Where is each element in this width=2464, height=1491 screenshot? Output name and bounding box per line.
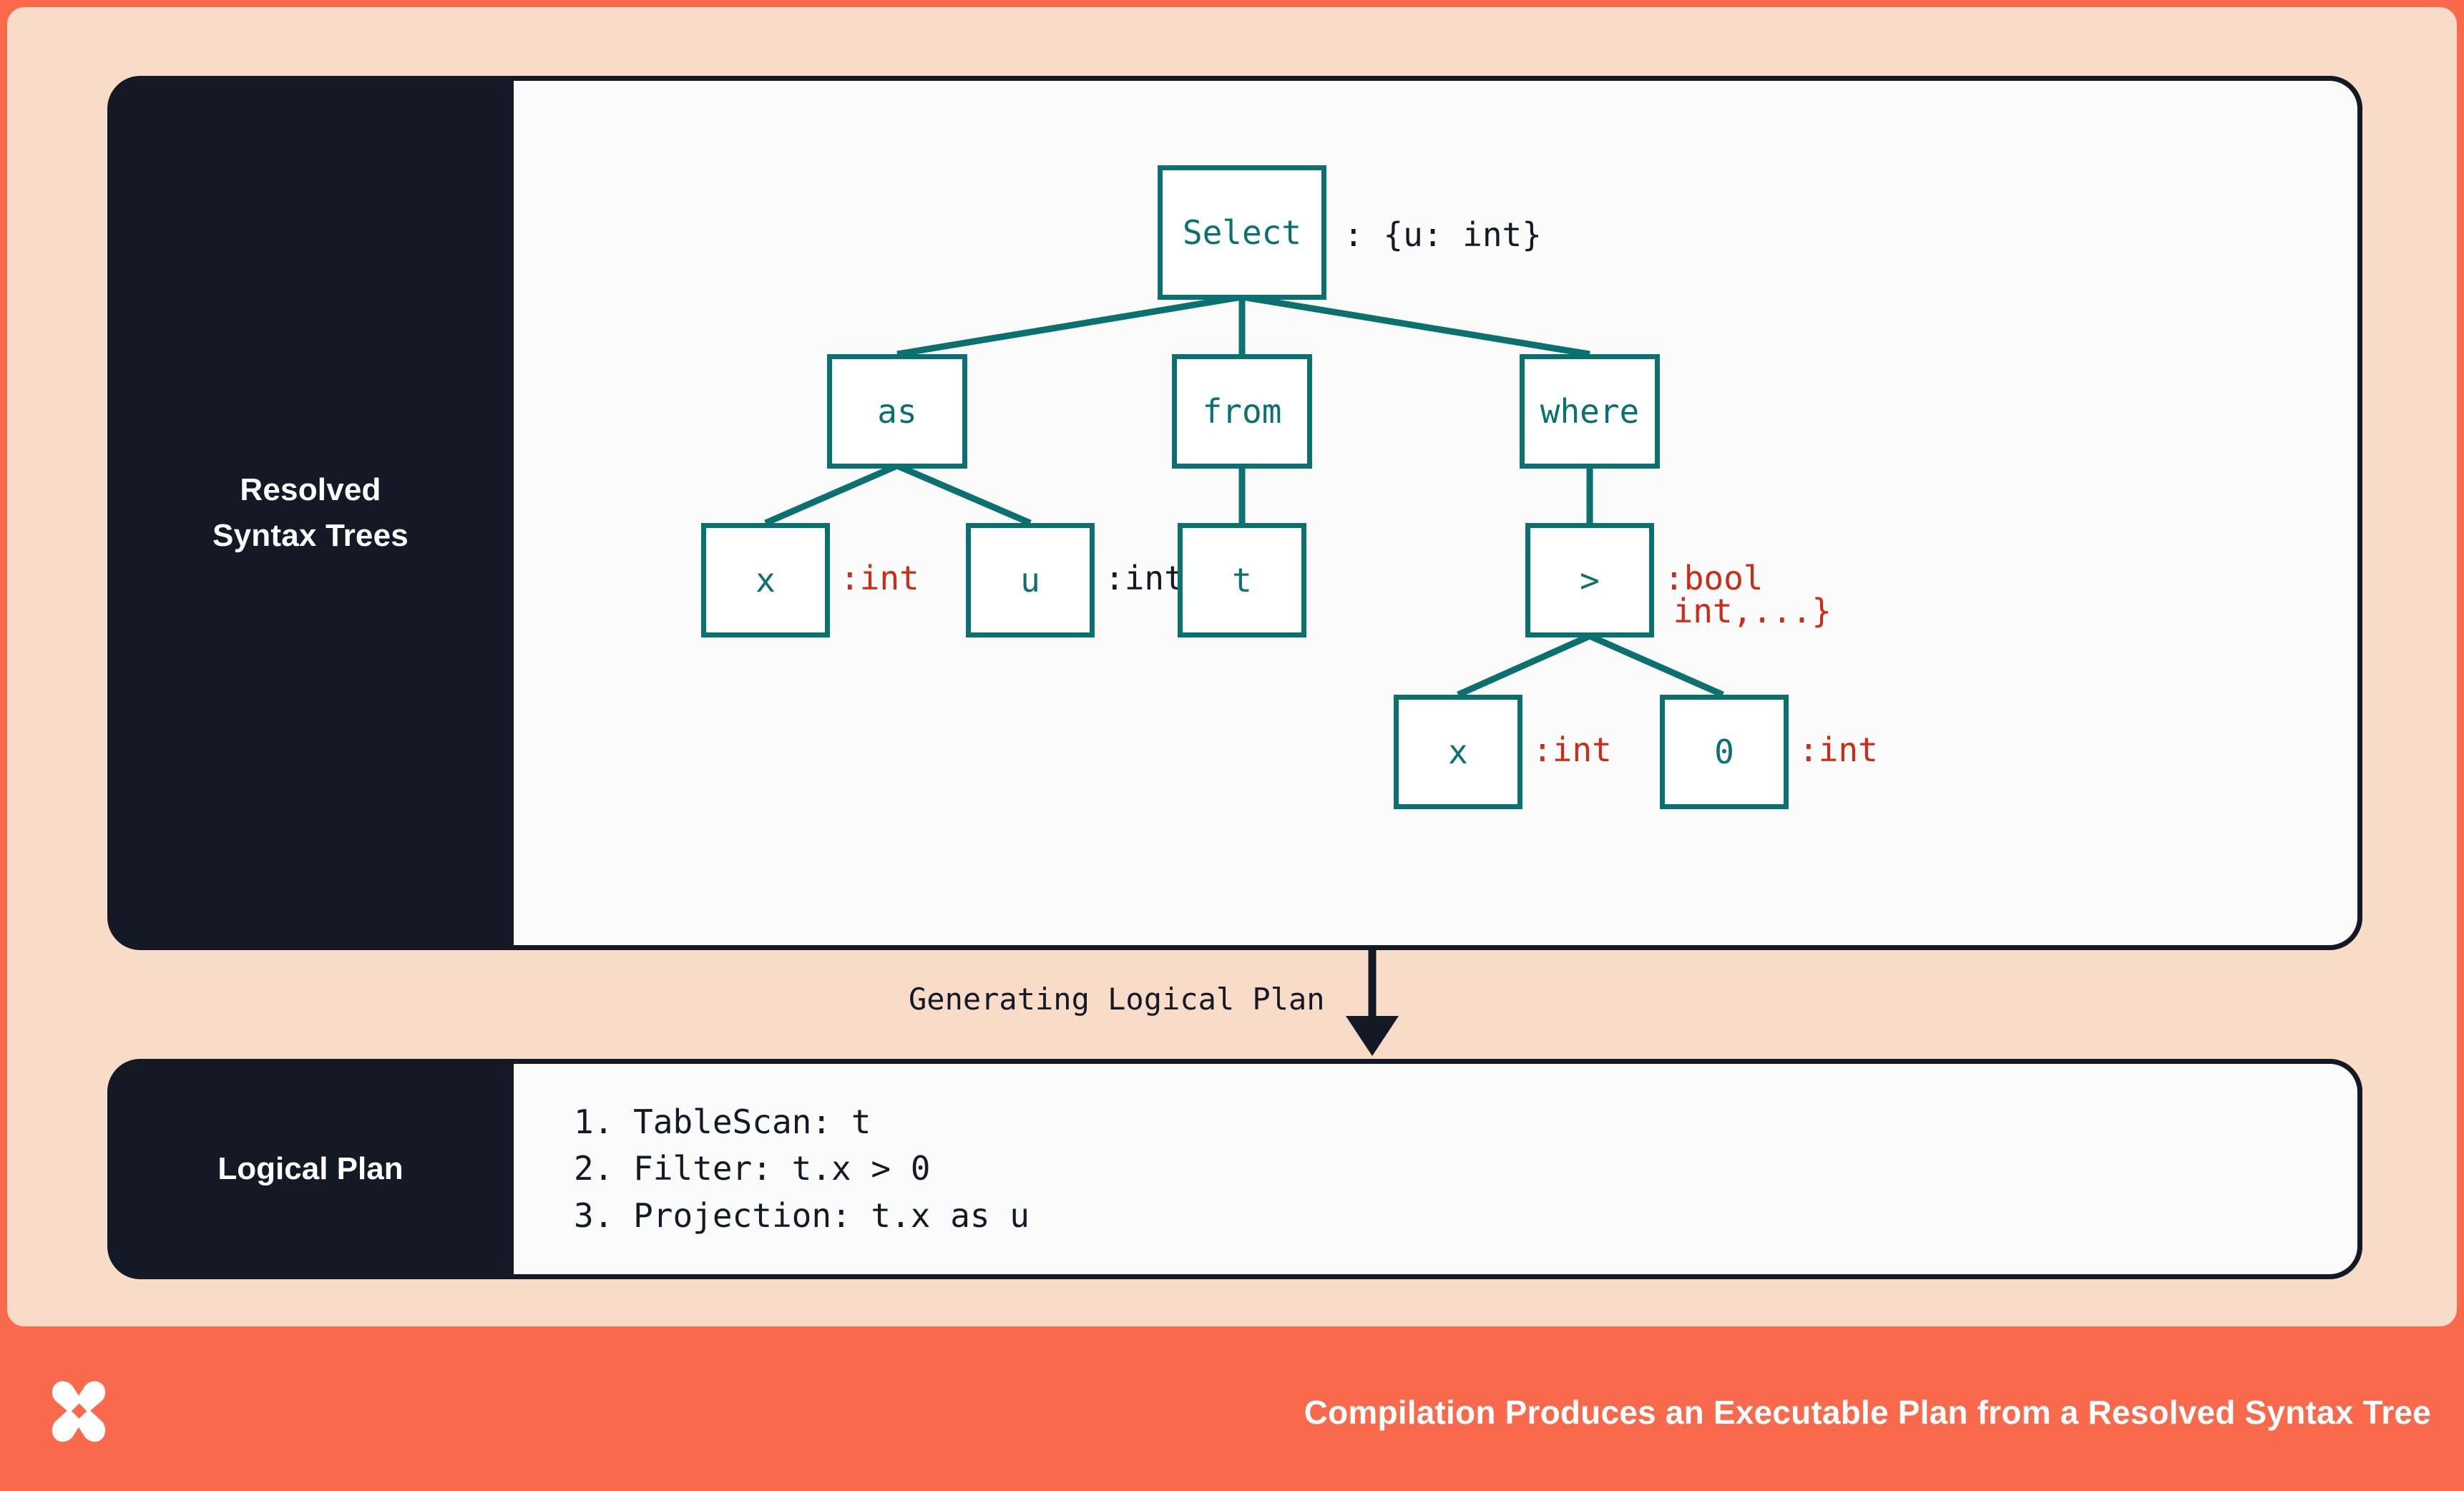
resolved-syntax-trees-label: Resolved Syntax Trees bbox=[107, 76, 514, 950]
node-label: x bbox=[1448, 733, 1468, 771]
node-label: 0 bbox=[1714, 733, 1734, 771]
tree-node-as-u[interactable]: u bbox=[966, 523, 1095, 637]
tree-node-as[interactable]: as bbox=[827, 354, 967, 469]
logical-plan-label: Logical Plan bbox=[217, 1151, 404, 1186]
label-line-2: Syntax Trees bbox=[212, 518, 409, 553]
label-line-1: Resolved bbox=[240, 472, 381, 508]
node-label: where bbox=[1540, 392, 1640, 431]
node-label: Select bbox=[1182, 213, 1302, 252]
tree-node-greater-than[interactable]: > bbox=[1525, 523, 1654, 637]
tree-node-as-x[interactable]: x bbox=[701, 523, 830, 637]
tree-annotation-as-x: :int bbox=[840, 559, 919, 597]
node-label: from bbox=[1202, 392, 1282, 431]
tree-annotation-gt-zero: :int bbox=[1799, 730, 1878, 769]
tree-annotation-select: : {u: int} bbox=[1344, 215, 1542, 254]
node-label: x bbox=[756, 561, 776, 600]
node-label: t bbox=[1232, 561, 1252, 600]
generating-logical-plan-connector: Generating Logical Plan bbox=[107, 950, 2362, 1057]
tree-node-gt-zero[interactable]: 0 bbox=[1660, 695, 1789, 809]
plan-step-2: 2. Filter: t.x > 0 bbox=[574, 1149, 931, 1188]
plan-step-1: 1. TableScan: t bbox=[574, 1103, 871, 1142]
tree-node-from[interactable]: from bbox=[1172, 354, 1312, 469]
tree-node-select[interactable]: Select bbox=[1158, 165, 1326, 300]
tree-node-from-t[interactable]: t bbox=[1178, 523, 1306, 637]
tree-annotation-greater-than: :bool bbox=[1664, 559, 1764, 597]
tree-edges bbox=[764, 293, 1724, 698]
logical-plan-panel: 1. TableScan: t 2. Filter: t.x > 0 3. Pr… bbox=[514, 1059, 2362, 1279]
connector-label: Generating Logical Plan bbox=[909, 982, 1325, 1017]
peach-canvas: Resolved Syntax Trees bbox=[0, 0, 2464, 1334]
plan-step-3: 3. Projection: t.x as u bbox=[574, 1196, 1030, 1235]
footer-bar: Compilation Produces an Executable Plan … bbox=[0, 1334, 2464, 1491]
node-label: as bbox=[877, 392, 917, 431]
syntax-tree-panel: Select : {u: int} as from where bbox=[514, 76, 2362, 950]
tree-annotation-gt-x: :int bbox=[1532, 730, 1612, 769]
syntax-tree: Select : {u: int} as from where bbox=[514, 81, 2357, 945]
resolved-syntax-trees-card: Resolved Syntax Trees bbox=[107, 76, 2362, 950]
node-label: > bbox=[1580, 561, 1600, 600]
node-label: u bbox=[1020, 561, 1040, 600]
connector-arrow-icon bbox=[1346, 950, 1399, 1056]
footer-caption: Compilation Produces an Executable Plan … bbox=[1304, 1394, 2431, 1431]
logical-plan-card: Logical Plan 1. TableScan: t 2. Filter: … bbox=[107, 1059, 2362, 1279]
x-mark-logo-icon bbox=[52, 1381, 106, 1442]
tree-annotation-as-u: :int bbox=[1105, 559, 1184, 597]
tree-node-where[interactable]: where bbox=[1520, 354, 1660, 469]
tree-node-gt-x[interactable]: x bbox=[1394, 695, 1522, 809]
